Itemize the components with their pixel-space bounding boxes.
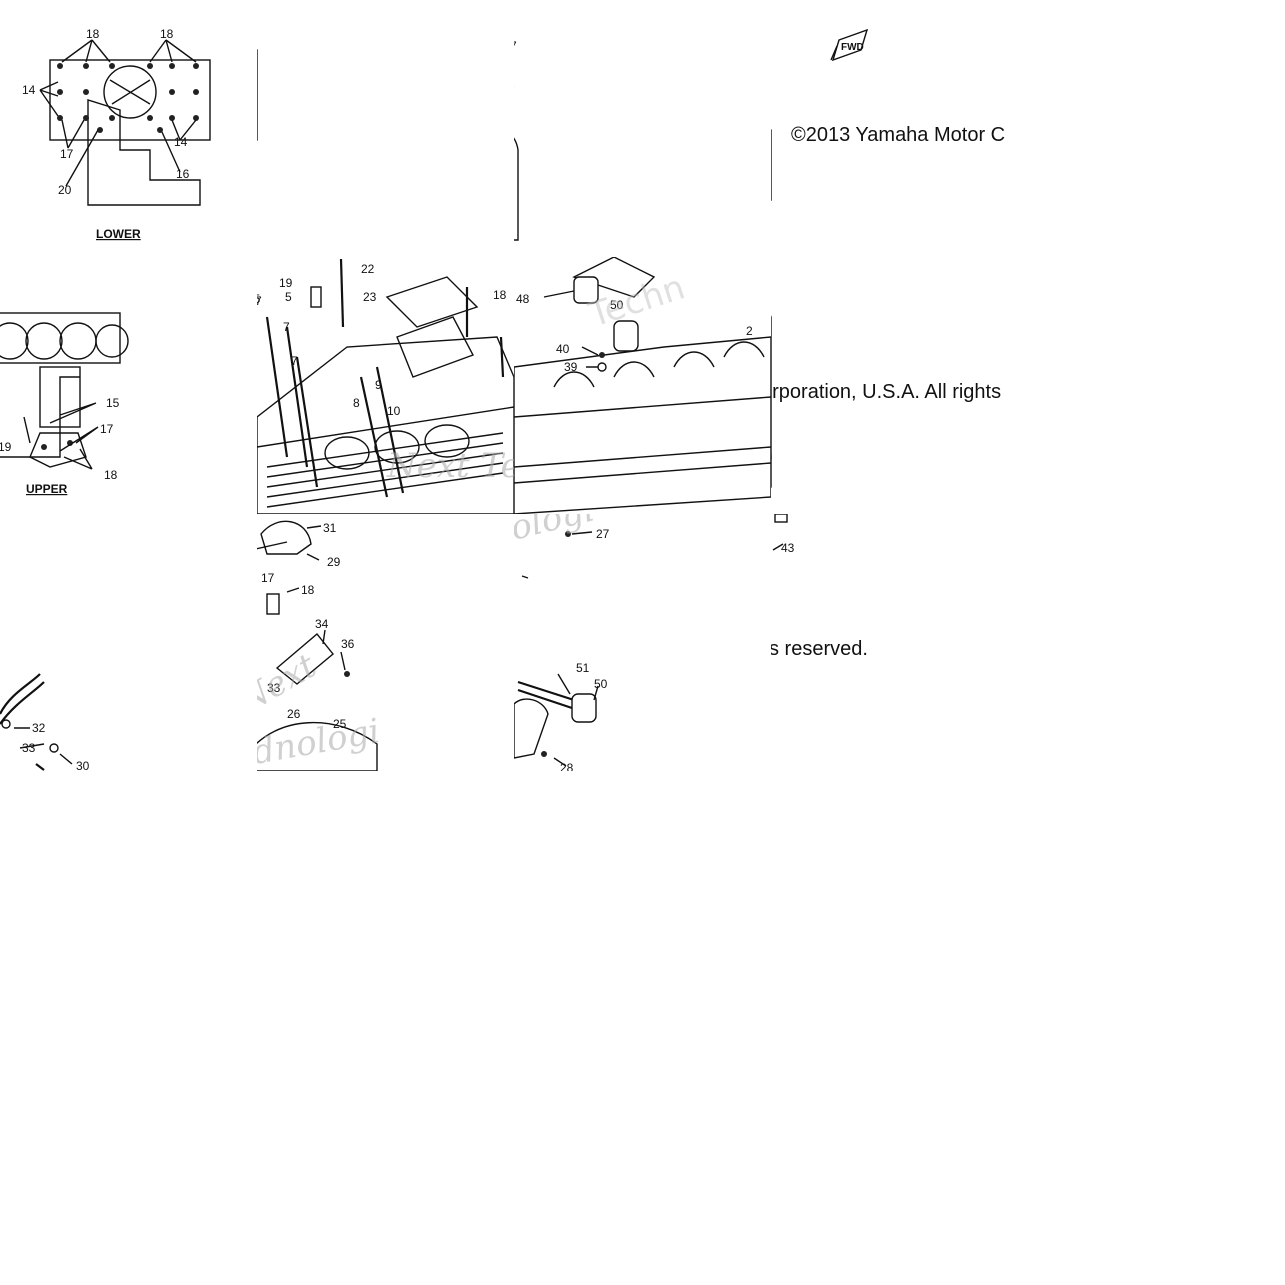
callout-5: 5 — [285, 290, 292, 304]
callout-15: 15 — [106, 396, 120, 410]
watermark-next: Next Te — [386, 446, 514, 486]
shaft-drawing: 27 51 50 28 ologi — [514, 514, 610, 771]
callout-51: 51 — [576, 661, 590, 675]
callout-19: 19 — [0, 440, 12, 454]
copyright-line-1: ©2013 Yamaha Motor C — [791, 124, 1006, 146]
callout-7b: 7 — [283, 320, 290, 334]
callout-17: 17 — [60, 147, 74, 161]
crankcase-halves-drawing: 48 50 40 39 2 Techn — [514, 257, 771, 514]
caption-upper: UPPER — [26, 482, 68, 496]
callout-7b: 7 — [514, 83, 515, 97]
studs-drawing: 9 6 7 10 8 7 48 49 — [514, 39, 519, 241]
hose-drawing: 32 33 30 — [0, 673, 90, 771]
callout-29: 29 — [327, 555, 341, 569]
tile-bolts-sensor: 18 17 41 44 52 37 20 16 38 — [1028, 257, 1285, 514]
crankcase-partial-drawing: 17 19 18 — [257, 49, 258, 141]
oil-filter-drawing: 13 46 45 52 21 FWD — [771, 28, 869, 201]
callout-10: 10 — [387, 404, 401, 418]
callout-14b: 14 — [174, 135, 188, 149]
callout-17: 17 — [261, 571, 275, 585]
callout-18: 18 — [493, 288, 507, 302]
callout-2: 2 — [746, 324, 753, 338]
copyright-line-3: s reserved. — [771, 638, 868, 660]
callout-23: 23 — [363, 290, 377, 304]
callout-33: 33 — [22, 741, 36, 755]
callout-30: 30 — [76, 759, 90, 771]
callout-17: 17 — [100, 422, 114, 436]
callout-7a: 7 — [514, 39, 517, 53]
upper-crankcase-drawing: 15 17 18 19 UPPER — [0, 312, 129, 496]
callout-7c: 7 — [291, 354, 298, 368]
callout-34: 34 — [315, 617, 329, 631]
callout-15: 15 — [257, 292, 261, 306]
callout-14a: 14 — [22, 83, 36, 97]
callout-26: 26 — [287, 707, 301, 721]
tile-oil-filter: 13 46 45 52 21 FWD ©2013 Yamaha Motor C — [771, 0, 1028, 257]
callout-36: 36 — [341, 637, 355, 651]
tile-covers: 31 29 17 18 34 36 33 26 25 Next dnologi — [257, 514, 514, 771]
callout-40: 40 — [556, 342, 570, 356]
fwd-label: FWD — [841, 42, 864, 53]
callout-16: 16 — [176, 167, 190, 181]
callout-50: 50 — [610, 298, 624, 312]
arrow-icon — [830, 45, 838, 61]
tile-small-parts: 43 s reserved. — [771, 514, 1028, 771]
tile-crankcase-right: 42 41 4 orporation, U.S.A. All rights — [771, 257, 1028, 514]
callout-48: 48 — [516, 292, 530, 306]
callout-27: 27 — [596, 527, 610, 541]
watermark-ologi: ologi — [514, 514, 598, 549]
callout-18: 18 — [301, 583, 315, 597]
callout-31: 31 — [323, 521, 337, 535]
callout-50: 50 — [594, 677, 608, 691]
callout-7a: 7 — [257, 294, 262, 308]
lower-crankcase-drawing: 18 18 14 17 14 16 20 LOWER — [22, 27, 211, 241]
callout-22: 22 — [361, 262, 375, 276]
callout-25: 25 — [333, 717, 347, 731]
callout-43: 43 — [781, 541, 795, 555]
fwd-mark: FWD — [830, 28, 869, 62]
callout-28: 28 — [560, 761, 574, 771]
top-right-drawing: 14 — [1028, 0, 1285, 257]
tile-crankcase-halves: 48 50 40 39 2 Techn — [514, 257, 771, 514]
tile-hose: 32 33 30 — [0, 514, 257, 771]
callout-8: 8 — [353, 396, 360, 410]
callout-9: 9 — [375, 378, 382, 392]
caption-lower: LOWER — [96, 227, 141, 241]
callout-18b: 18 — [160, 27, 174, 41]
watermark-dnologi: dnologi — [257, 711, 383, 771]
tile-shaft: 27 51 50 28 ologi — [514, 514, 771, 771]
tile-lower-crankcase: 18 18 14 17 14 16 20 LOWER — [0, 0, 257, 257]
tile-top-right: 14 — [1028, 0, 1285, 257]
callout-20: 20 — [58, 183, 72, 197]
tile-studs: 9 6 7 10 8 7 48 49 — [514, 0, 771, 257]
covers-drawing: 31 29 17 18 34 36 33 26 25 Next dnologi — [257, 520, 383, 771]
cylinder-block-drawing: 15 22 23 19 5 7 18 7 7 8 9 10 11 12 24 N… — [257, 258, 514, 514]
small-parts-drawing: 43 — [772, 514, 795, 555]
callout-39: 39 — [564, 360, 578, 374]
callout-18a: 18 — [86, 27, 100, 41]
copyright-line-2: orporation, U.S.A. All rights — [771, 381, 1002, 403]
callout-33: 33 — [267, 681, 281, 695]
bolts-sensor-drawing: 18 17 41 44 52 37 20 16 38 — [1028, 257, 1285, 514]
tile-cylinder-block: 15 22 23 19 5 7 18 7 7 8 9 10 11 12 24 N… — [257, 257, 514, 514]
callout-18: 18 — [104, 468, 118, 482]
callout-32: 32 — [32, 721, 46, 735]
tile-crankcase-partial: 17 19 18 — [257, 0, 514, 257]
tile-upper-crankcase: 15 17 18 19 UPPER — [0, 257, 257, 514]
callout-19: 19 — [279, 276, 293, 290]
